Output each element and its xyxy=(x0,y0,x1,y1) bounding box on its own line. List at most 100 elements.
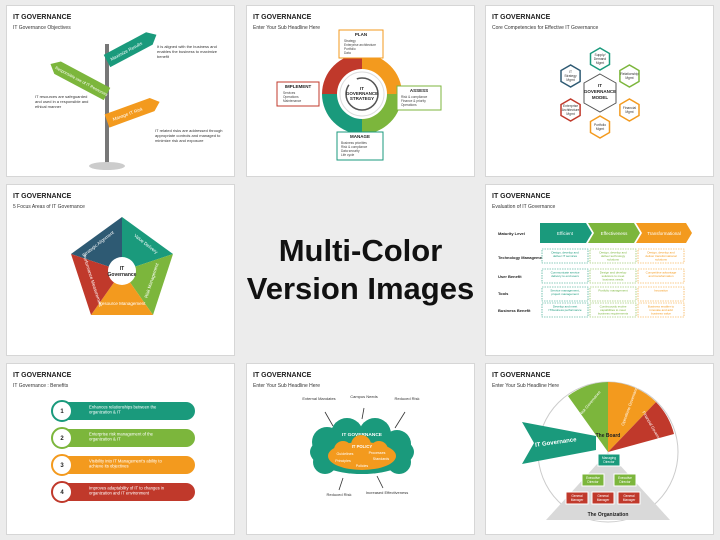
svg-text:Maintenance: Maintenance xyxy=(283,99,301,103)
slide-subtitle: Enter Your Sub Headline Here xyxy=(253,383,320,389)
svg-text:Transformational: Transformational xyxy=(647,231,681,236)
org-box-label: Executive xyxy=(618,476,632,480)
svg-text:Processes: Processes xyxy=(369,451,386,455)
org-box-label: Executive xyxy=(586,476,600,480)
competency-node xyxy=(589,47,611,71)
competency-label: Mgmt xyxy=(596,61,604,65)
evaluation-cell xyxy=(589,302,637,318)
competency-label: Mgmt xyxy=(625,110,633,114)
competency-label: Mgmt xyxy=(625,76,633,80)
benefit-number-circle xyxy=(51,400,73,422)
svg-text:MANAGE: MANAGE xyxy=(350,134,370,139)
evaluation-cell-text: innovate and add xyxy=(649,308,672,312)
evaluation-cell-text: Design, develop and xyxy=(647,251,675,255)
svg-text:Life cycle: Life cycle xyxy=(341,153,355,157)
evaluation-cell-text: solutions xyxy=(655,258,667,262)
svg-text:Policies: Policies xyxy=(356,464,369,468)
svg-text:GOVERNANCE: GOVERNANCE xyxy=(346,91,378,96)
slide-subtitle: Enter Your Sub Headline Here xyxy=(253,25,320,31)
slide-benefits[interactable]: IT GOVERNANCE IT Governance : Benefits 1… xyxy=(6,363,235,535)
svg-text:Tools: Tools xyxy=(498,291,509,296)
slide-evaluation[interactable]: IT GOVERNANCE Evaluation of IT Governanc… xyxy=(485,184,714,356)
competency-label: Portfolio xyxy=(594,123,606,127)
slide-core-competencies[interactable]: IT GOVERNANCE Core Competencies for Effe… xyxy=(485,5,714,177)
sign-2: Responsible use of IT Resources xyxy=(54,65,108,97)
competency-label: Supply/ xyxy=(595,53,606,57)
org-box-label: Manager xyxy=(571,498,585,502)
svg-text:Resource Management: Resource Management xyxy=(99,301,147,306)
evaluation-cell xyxy=(637,248,685,264)
evaluation-cell-text: Design and develop xyxy=(600,271,627,275)
svg-text:Maturity Level: Maturity Level xyxy=(498,231,525,236)
slide-title: IT GOVERNANCE xyxy=(492,14,551,21)
evaluation-cell-text: business requirements xyxy=(598,312,629,316)
benefit-number-circle xyxy=(51,454,73,476)
slide-it-governance-objectives[interactable]: IT GOVERNANCE IT Governance Objectives M… xyxy=(6,5,235,177)
competency-node xyxy=(619,64,640,88)
svg-text:Guidelines: Guidelines xyxy=(337,452,354,456)
slide-board-organization[interactable]: IT GOVERNANCE Enter Your Sub Headline He… xyxy=(485,363,714,535)
svg-text:IT POLICY: IT POLICY xyxy=(352,444,373,449)
evaluation-cell-text: Portfolio management xyxy=(598,289,628,293)
svg-text:IT GOVERNANCE: IT GOVERNANCE xyxy=(342,432,383,438)
org-box xyxy=(591,491,615,505)
benefit-text: organization & IT xyxy=(89,437,121,442)
slide-title: IT GOVERNANCE xyxy=(253,372,312,379)
svg-text:IT: IT xyxy=(360,86,364,91)
evaluation-cell xyxy=(637,268,685,284)
strategy-cycle-diagram: IT GOVERNANCE STRATEGY PLAN Strategy Ent… xyxy=(276,29,442,161)
svg-text:Reduced Risk: Reduced Risk xyxy=(395,396,420,401)
svg-text:Campus Needs: Campus Needs xyxy=(350,394,378,399)
org-box-label: Manager xyxy=(597,498,611,502)
benefit-number-circle xyxy=(51,481,73,503)
evaluation-cell-text: solutions to meet xyxy=(602,274,625,278)
evaluation-cell-text: Business enabler to xyxy=(648,305,675,309)
competency-label: Enterprise xyxy=(563,104,578,108)
evaluation-cell-text: Innovation xyxy=(654,289,668,293)
evaluation-cell-text: capabilities to meet xyxy=(600,308,626,312)
svg-text:STRATEGY: STRATEGY xyxy=(350,96,374,101)
competency-label: Strategy xyxy=(564,74,577,78)
slide-title: IT GOVERNANCE xyxy=(492,193,551,200)
svg-text:Efficient: Efficient xyxy=(557,231,574,236)
competency-label: IT xyxy=(569,70,572,74)
slide-it-governance-strategy[interactable]: IT GOVERNANCE Enter Your Sub Headline He… xyxy=(246,5,475,177)
evaluation-cell xyxy=(589,268,637,284)
evaluation-cell-text: Service management, xyxy=(550,289,579,293)
benefit-number: 3 xyxy=(60,463,64,469)
evaluation-cell xyxy=(589,286,637,302)
svg-text:IT: IT xyxy=(598,83,602,88)
svg-text:IMPLEMENT: IMPLEMENT xyxy=(285,84,312,89)
slide-focus-areas[interactable]: IT GOVERNANCE 5 Focus Areas of IT Govern… xyxy=(6,184,235,356)
benefit-number: 4 xyxy=(60,490,64,496)
evaluation-table: Efficient Effectiveness Transformational… xyxy=(498,223,692,318)
svg-text:IT: IT xyxy=(120,266,124,272)
svg-text:Reduced Risk: Reduced Risk xyxy=(327,492,352,497)
objective-text-3: IT related risks are addressed through a… xyxy=(155,128,223,143)
svg-text:External Mandates: External Mandates xyxy=(302,396,335,401)
svg-text:Risk & compliance: Risk & compliance xyxy=(401,95,427,99)
svg-text:Operations: Operations xyxy=(283,95,299,99)
evaluation-cell-text: Communicate service xyxy=(551,271,580,275)
evaluation-cell xyxy=(541,248,589,264)
slide-subtitle: IT Governance Objectives xyxy=(13,25,71,31)
svg-text:Technology Management: Technology Management xyxy=(498,255,546,260)
competency-label: Relationship xyxy=(620,72,638,76)
slide-subtitle: IT Governance : Benefits xyxy=(13,383,69,389)
slide-title: IT GOVERNANCE xyxy=(492,372,551,379)
svg-text:Data: Data xyxy=(344,51,351,55)
svg-text:IT Governance: IT Governance xyxy=(535,437,578,449)
slide-title: IT GOVERNANCE xyxy=(13,14,72,21)
evaluation-cell-text: deliver IT services xyxy=(553,254,578,258)
hexagon-diagram: Supply/DemandMgmtRelationshipMgmtFinanci… xyxy=(560,47,640,139)
svg-text:Services: Services xyxy=(283,91,296,95)
competency-node xyxy=(589,115,611,139)
benefit-text: organization and IT environment xyxy=(89,491,150,496)
benefit-text: Enhances relationships between the xyxy=(89,405,157,410)
slide-subtitle: Core Competencies for Effective IT Gover… xyxy=(492,25,599,31)
slide-title: IT GOVERNANCE xyxy=(13,372,72,379)
slide-it-policy-cloud[interactable]: IT GOVERNANCE Enter Your Sub Headline He… xyxy=(246,363,475,535)
evaluation-cell xyxy=(637,302,685,318)
evaluation-cell-text: project management xyxy=(551,292,579,296)
